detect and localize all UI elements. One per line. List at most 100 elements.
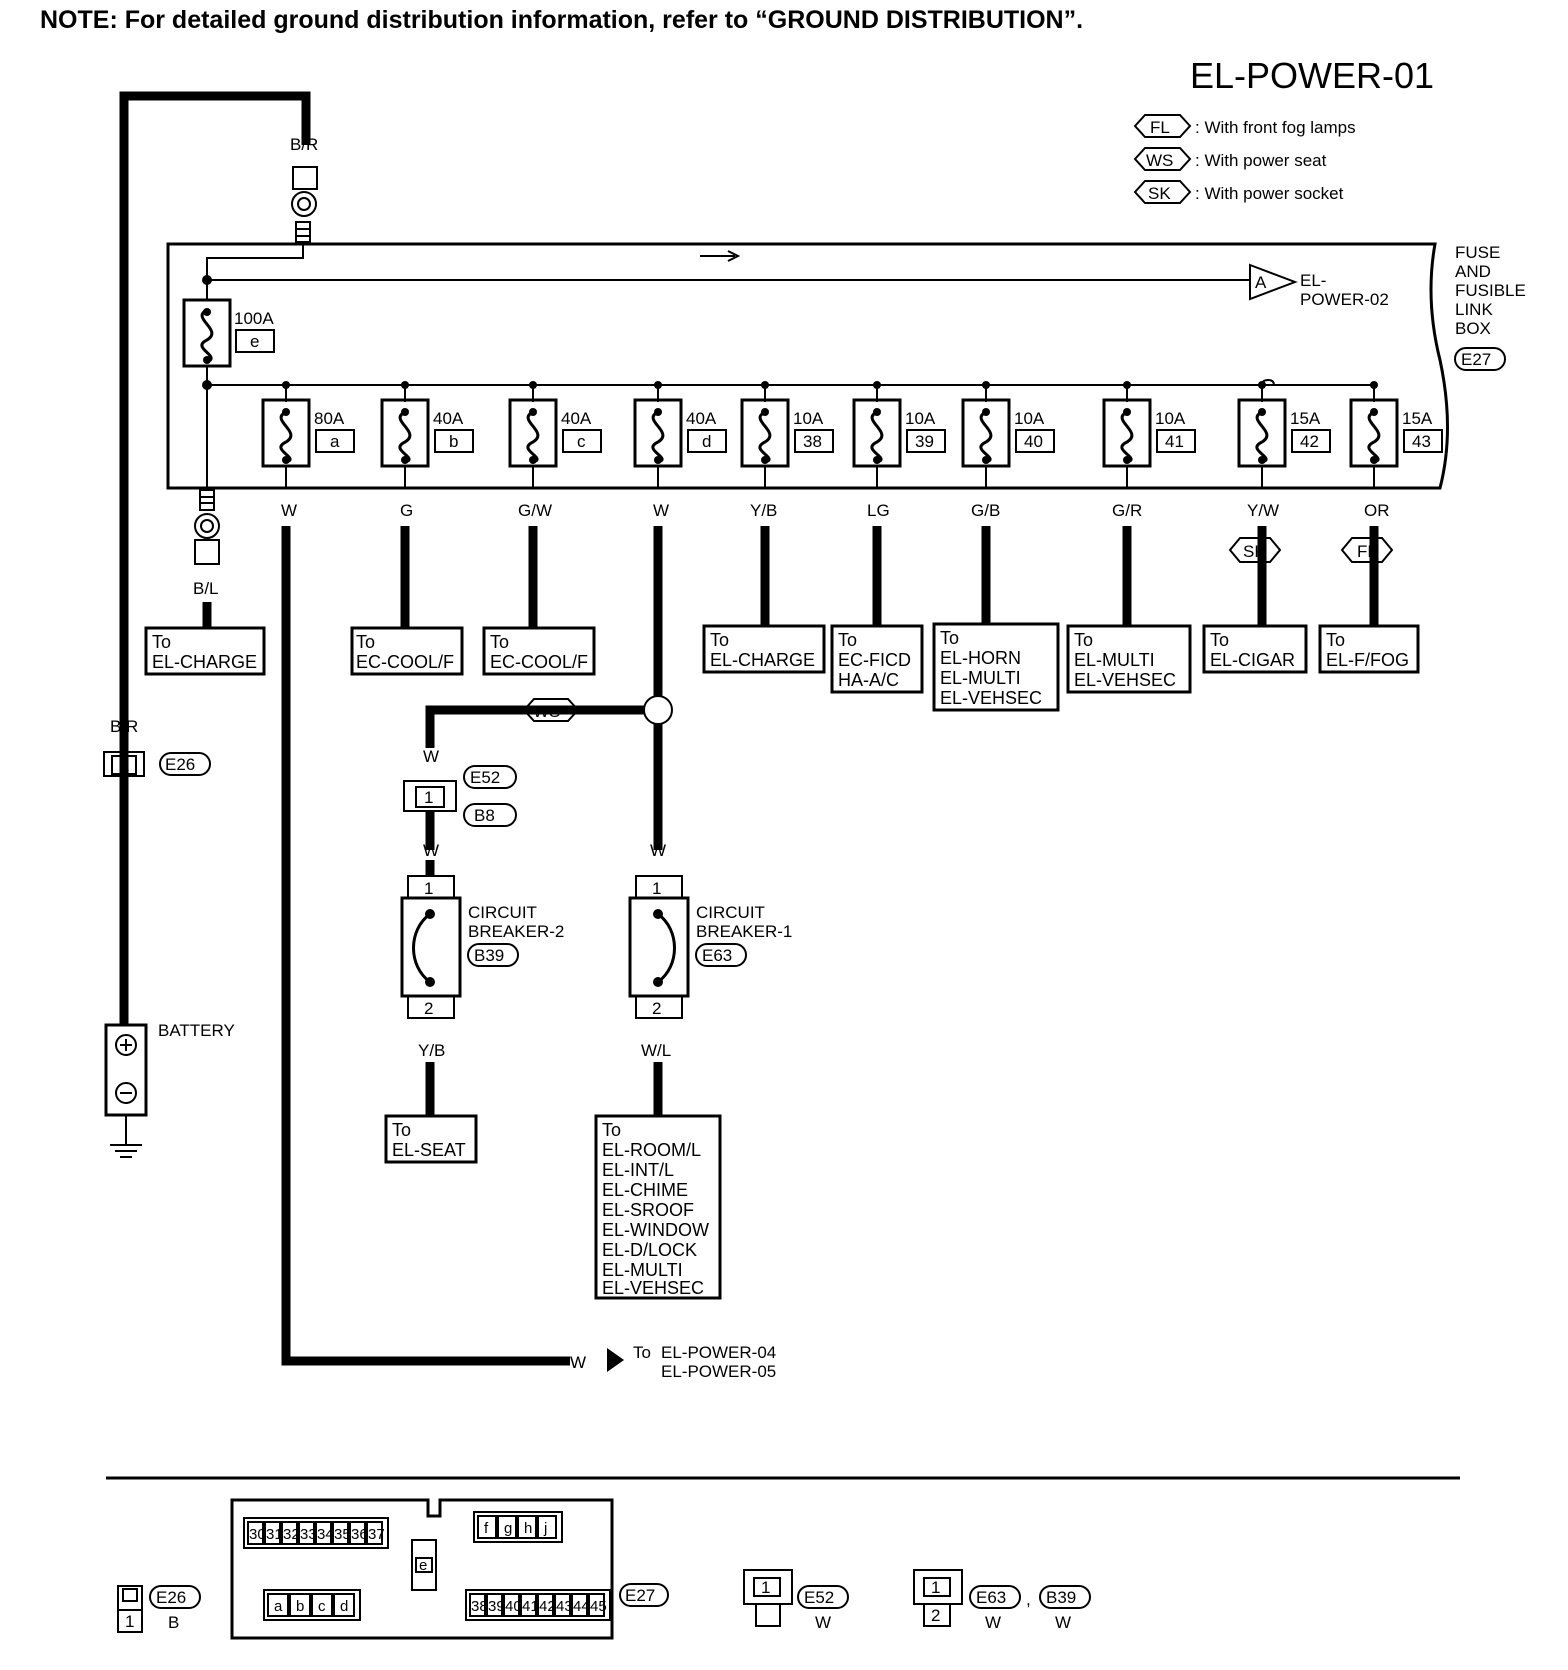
fuse-symbol (200, 308, 214, 364)
svg-text:d: d (340, 1598, 348, 1615)
svg-text:W: W (815, 1613, 831, 1632)
wire-color: G/W (518, 501, 552, 520)
fuse-id: b (449, 432, 458, 451)
connector-tag (1454, 347, 1506, 371)
svg-text:EC-FICD: EC-FICD (838, 650, 911, 670)
pin-a: a (267, 1593, 289, 1617)
fuse-amp: 40A (433, 409, 464, 428)
svg-text:E26: E26 (156, 1588, 186, 1607)
fuse-symbol (870, 410, 884, 464)
wire-color: Y/B (750, 501, 777, 520)
connector-tag-e52 (463, 765, 517, 789)
svg-text:E52: E52 (804, 1588, 834, 1607)
svg-text:EL-MULTI: EL-MULTI (940, 668, 1021, 688)
dest-room-lamp-list: To EL-ROOM/L EL-INT/L EL-CHIME EL-SROOF … (594, 1114, 722, 1300)
svg-text:BOX: BOX (1455, 319, 1491, 338)
pin-c: c (311, 1593, 333, 1617)
svg-text:36: 36 (351, 1526, 368, 1543)
svg-text:b: b (296, 1598, 304, 1615)
svg-text:To: To (710, 630, 729, 650)
svg-text:AND: AND (1455, 262, 1491, 281)
ground-note: NOTE: For detailed ground distribution i… (40, 6, 1084, 34)
fuse-amp: 10A (1155, 409, 1186, 428)
svg-text:39: 39 (488, 1598, 505, 1615)
fuse-id: 41 (1165, 432, 1184, 451)
pin-30: 30 (247, 1521, 266, 1545)
breaker-element (657, 912, 676, 984)
fuse-amp: 80A (314, 409, 345, 428)
fuse-id: 43 (1412, 432, 1431, 451)
svg-text:To: To (1074, 630, 1093, 650)
svg-text:To: To (602, 1120, 621, 1140)
svg-text:EL-SROOF: EL-SROOF (602, 1200, 694, 1220)
dest-cigar-42: To EL-CIGAR (1202, 624, 1308, 674)
svg-text:B: B (168, 1613, 179, 1632)
circuit-breaker-2: 1 2 CIRCUIT BREAKER-2 B39 (400, 860, 564, 1019)
svg-text:e: e (419, 1557, 427, 1574)
fuse-id: c (577, 432, 586, 451)
wire-color-bl: B/L (193, 579, 219, 598)
dest-charge-38: To EL-CHARGE (702, 624, 826, 674)
svg-text:CIRCUIT: CIRCUIT (696, 903, 765, 922)
fuse-symbol (526, 410, 540, 464)
svg-text:1: 1 (120, 756, 129, 775)
fuse-amp: 10A (793, 409, 824, 428)
dest-cool-c: To EC-COOL/F (482, 626, 596, 676)
fuse-symbol (279, 410, 293, 464)
pin-38: 38 (469, 1593, 488, 1617)
internal-link (206, 242, 304, 280)
svg-text:EC-COOL/F: EC-COOL/F (490, 652, 588, 672)
wire-color: G (400, 501, 413, 520)
fuse-amp: 10A (1014, 409, 1045, 428)
off-page-arrow (607, 1348, 624, 1372)
svg-text:c: c (318, 1598, 326, 1615)
svg-text:1: 1 (931, 1578, 940, 1597)
battery: BATTERY (104, 1021, 235, 1158)
fuse-b: 40A bG (380, 381, 474, 628)
fuse-amp: 40A (561, 409, 592, 428)
fuse-symbol (979, 410, 993, 464)
svg-text:1: 1 (125, 1612, 134, 1631)
svg-text:1: 1 (652, 879, 661, 898)
svg-text:FL: FL (1357, 542, 1377, 561)
connector-view-e26: 1 E26 B (117, 1585, 201, 1633)
fuse-symbol (1367, 410, 1381, 464)
pin-43: 43 (554, 1593, 573, 1617)
svg-text:EL-VEHSEC: EL-VEHSEC (940, 688, 1042, 708)
wire-w-to-power-04 (281, 530, 570, 1366)
svg-text:43: 43 (556, 1598, 573, 1615)
ref-power-05: EL-POWER-05 (661, 1362, 776, 1381)
svg-text:B/R: B/R (110, 717, 138, 736)
fuse-id: 40 (1024, 432, 1043, 451)
svg-text:Y/B: Y/B (418, 1041, 445, 1060)
pin-35: 35 (332, 1521, 351, 1545)
svg-text:37: 37 (368, 1526, 385, 1543)
svg-text:2: 2 (652, 999, 661, 1018)
svg-text:h: h (524, 1520, 532, 1537)
legend-text: : With power socket (1195, 184, 1344, 203)
legend-sk: SK : With power socket (1133, 180, 1344, 204)
dest-ficd-39: To EC-FICD HA-A/C (830, 624, 924, 694)
pin-36: 36 (349, 1521, 368, 1545)
svg-text:To: To (633, 1343, 651, 1362)
svg-text:To: To (1326, 630, 1345, 650)
fuse-id: 39 (915, 432, 934, 451)
pin-b: b (289, 1593, 311, 1617)
svg-text:WS: WS (533, 702, 560, 721)
svg-text:30: 30 (249, 1526, 266, 1543)
svg-text:B39: B39 (1046, 1588, 1076, 1607)
svg-text:To: To (1210, 630, 1229, 650)
battery-label: BATTERY (158, 1021, 235, 1040)
svg-text:W: W (985, 1613, 1001, 1632)
pin-37: 37 (366, 1521, 385, 1545)
circuit-breaker-1: 1 2 CIRCUIT BREAKER-1 E63 (628, 875, 792, 1019)
svg-text:j: j (543, 1520, 547, 1537)
dest-ffog-43: To EL-F/FOG (1318, 624, 1420, 674)
fuse-symbol (398, 410, 412, 464)
pin-d: d (333, 1593, 355, 1617)
